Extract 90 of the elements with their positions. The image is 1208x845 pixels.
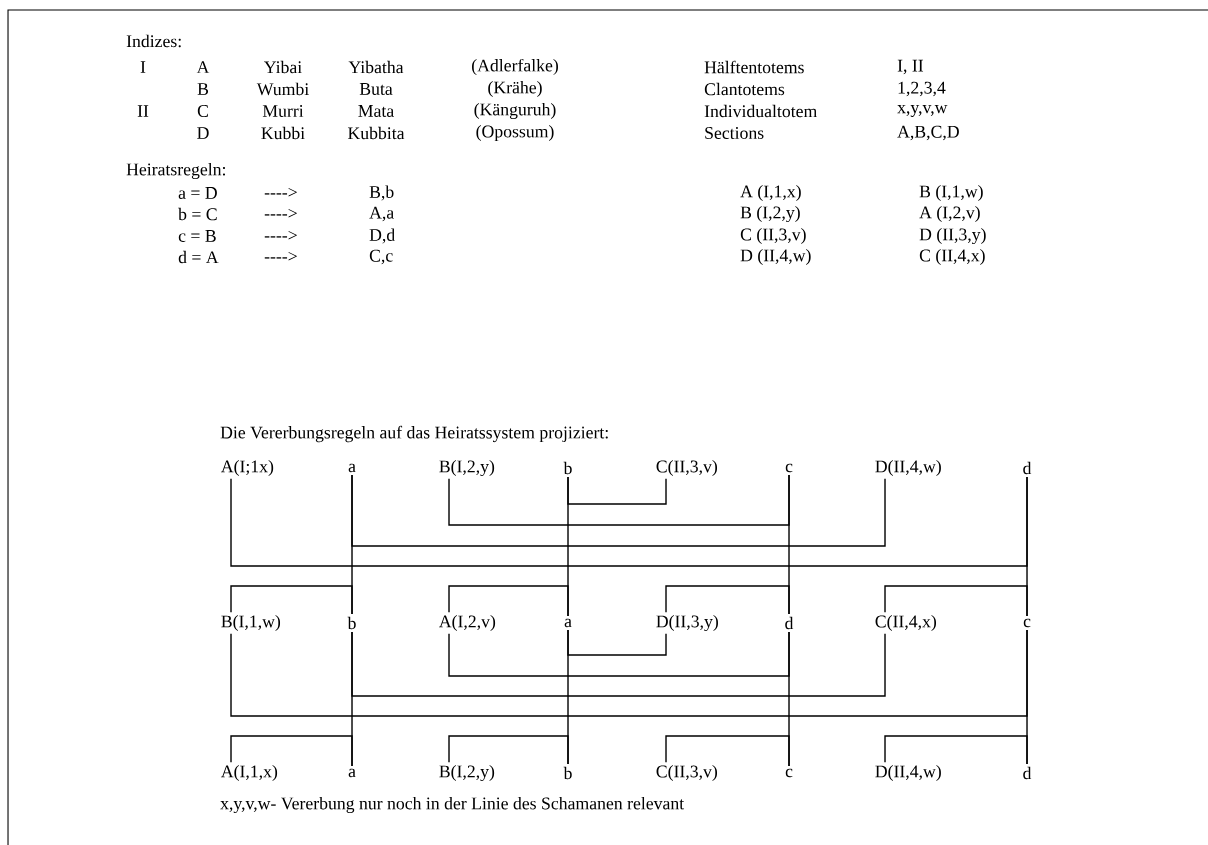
table-cell: (Känguruh) — [474, 102, 556, 120]
arrow-text: ----> — [264, 230, 297, 240]
rule-text: D (II,4,w) — [740, 249, 811, 266]
section-label: A(I,1,x) — [221, 765, 278, 782]
section-label: a — [564, 618, 572, 628]
table-cell: II — [137, 105, 149, 117]
rule-text: a = D — [178, 187, 217, 199]
table-cell: I — [140, 61, 146, 73]
descent-line — [230, 629, 1028, 717]
descent-line — [230, 585, 353, 615]
heading: Indizes: — [126, 34, 181, 48]
rule-text: c = B — [178, 230, 216, 242]
rule-text: C,c — [369, 249, 393, 265]
table-cell: B — [197, 83, 209, 95]
section-label: c — [785, 463, 793, 473]
table-cell: 1,2,3,4 — [898, 81, 946, 97]
table-cell: Clantotems — [704, 82, 785, 96]
section-label: d — [1023, 461, 1032, 475]
table-cell: (Opossum) — [476, 125, 554, 142]
table-cell: A — [196, 61, 210, 73]
table-cell: D — [197, 127, 209, 139]
table-cell: Yibai — [264, 60, 302, 74]
section-label: B(I,1,w) — [221, 615, 281, 632]
section-label: b — [563, 766, 572, 780]
rule-text: D,d — [369, 228, 395, 244]
table-cell: Yibatha — [348, 60, 404, 74]
descent-line — [351, 474, 886, 547]
descent-line — [567, 629, 667, 656]
descent-line — [351, 631, 886, 697]
descent-line — [230, 476, 1028, 567]
heading: Die Vererbungsregeln auf das Heiratssystem projiziert: — [220, 425, 608, 443]
descent-line — [884, 585, 1028, 617]
section-label: D(II,3,y) — [656, 614, 718, 632]
arrow-text: ----> — [264, 187, 297, 197]
descent-line — [567, 476, 667, 505]
rule-text: A (I,1,x) — [740, 185, 801, 202]
rule-text: b = C — [178, 207, 217, 221]
rule-text: C (II,4,x) — [919, 249, 985, 266]
section-label: d — [1023, 766, 1032, 780]
rule-text: B,b — [369, 185, 394, 201]
table-cell: C — [197, 105, 208, 117]
section-label: D(II,4,w) — [875, 460, 941, 477]
descent-line — [448, 474, 790, 526]
table-cell: A,B,C,D — [897, 125, 959, 141]
descent-line — [884, 735, 1028, 765]
rule-text: B (I,2,y) — [740, 205, 800, 223]
descent-line — [448, 585, 569, 617]
section-label: C(II,3,v) — [656, 765, 717, 782]
table-cell: Kubbita — [348, 126, 405, 140]
footnote: x,y,v,w- Vererbung nur noch in der Linie des Schamanen relevant — [220, 796, 685, 814]
section-label: a — [348, 768, 356, 778]
section-label: C(II,4,x) — [875, 615, 936, 632]
descent-line — [665, 585, 790, 615]
rule-text: A (I,2,v) — [919, 206, 980, 223]
descent-line — [665, 735, 790, 767]
table-cell: (Adlerfalke) — [472, 58, 558, 76]
section-label: A(I;1x) — [221, 460, 274, 477]
section-label: D(II,4,w) — [875, 765, 941, 782]
section-label: c — [1023, 618, 1031, 628]
descent-line — [448, 631, 790, 677]
arrow-text: ----> — [264, 208, 297, 218]
section-label: A(I,2,v) — [439, 615, 496, 632]
table-cell: x,y,v,w — [897, 105, 948, 117]
rule-text: B (I,1,w) — [919, 185, 983, 202]
table-cell: (Krähe) — [488, 81, 542, 98]
table-cell: Kubbi — [261, 126, 305, 140]
table-cell: Wumbi — [256, 82, 309, 96]
section-label: B(I,2,y) — [439, 764, 495, 782]
rule-text: A,a — [369, 206, 394, 222]
table-cell: Mata — [358, 105, 394, 117]
table-cell: Buta — [359, 83, 393, 95]
descent-line — [448, 735, 569, 765]
table-cell: Individualtotem — [704, 104, 817, 118]
section-label: C(II,3,v) — [656, 460, 717, 477]
table-cell: I, II — [897, 59, 924, 75]
section-label: d — [785, 616, 794, 630]
section-label: a — [348, 463, 356, 473]
section-label: b — [347, 616, 356, 630]
rule-text: d = A — [178, 250, 219, 264]
arrow-text: ----> — [264, 251, 297, 261]
section-label: B(I,2,y) — [439, 459, 495, 477]
table-cell: Hälftentotems — [704, 60, 804, 74]
rule-text: D (II,3,y) — [919, 227, 986, 245]
section-label: c — [785, 768, 793, 778]
heading: Heiratsregeln: — [126, 162, 225, 180]
rule-text: C (II,3,v) — [740, 228, 806, 245]
table-cell: Sections — [705, 127, 764, 139]
section-label: b — [563, 461, 572, 475]
descent-line — [230, 735, 353, 767]
table-cell: Murri — [262, 105, 304, 117]
